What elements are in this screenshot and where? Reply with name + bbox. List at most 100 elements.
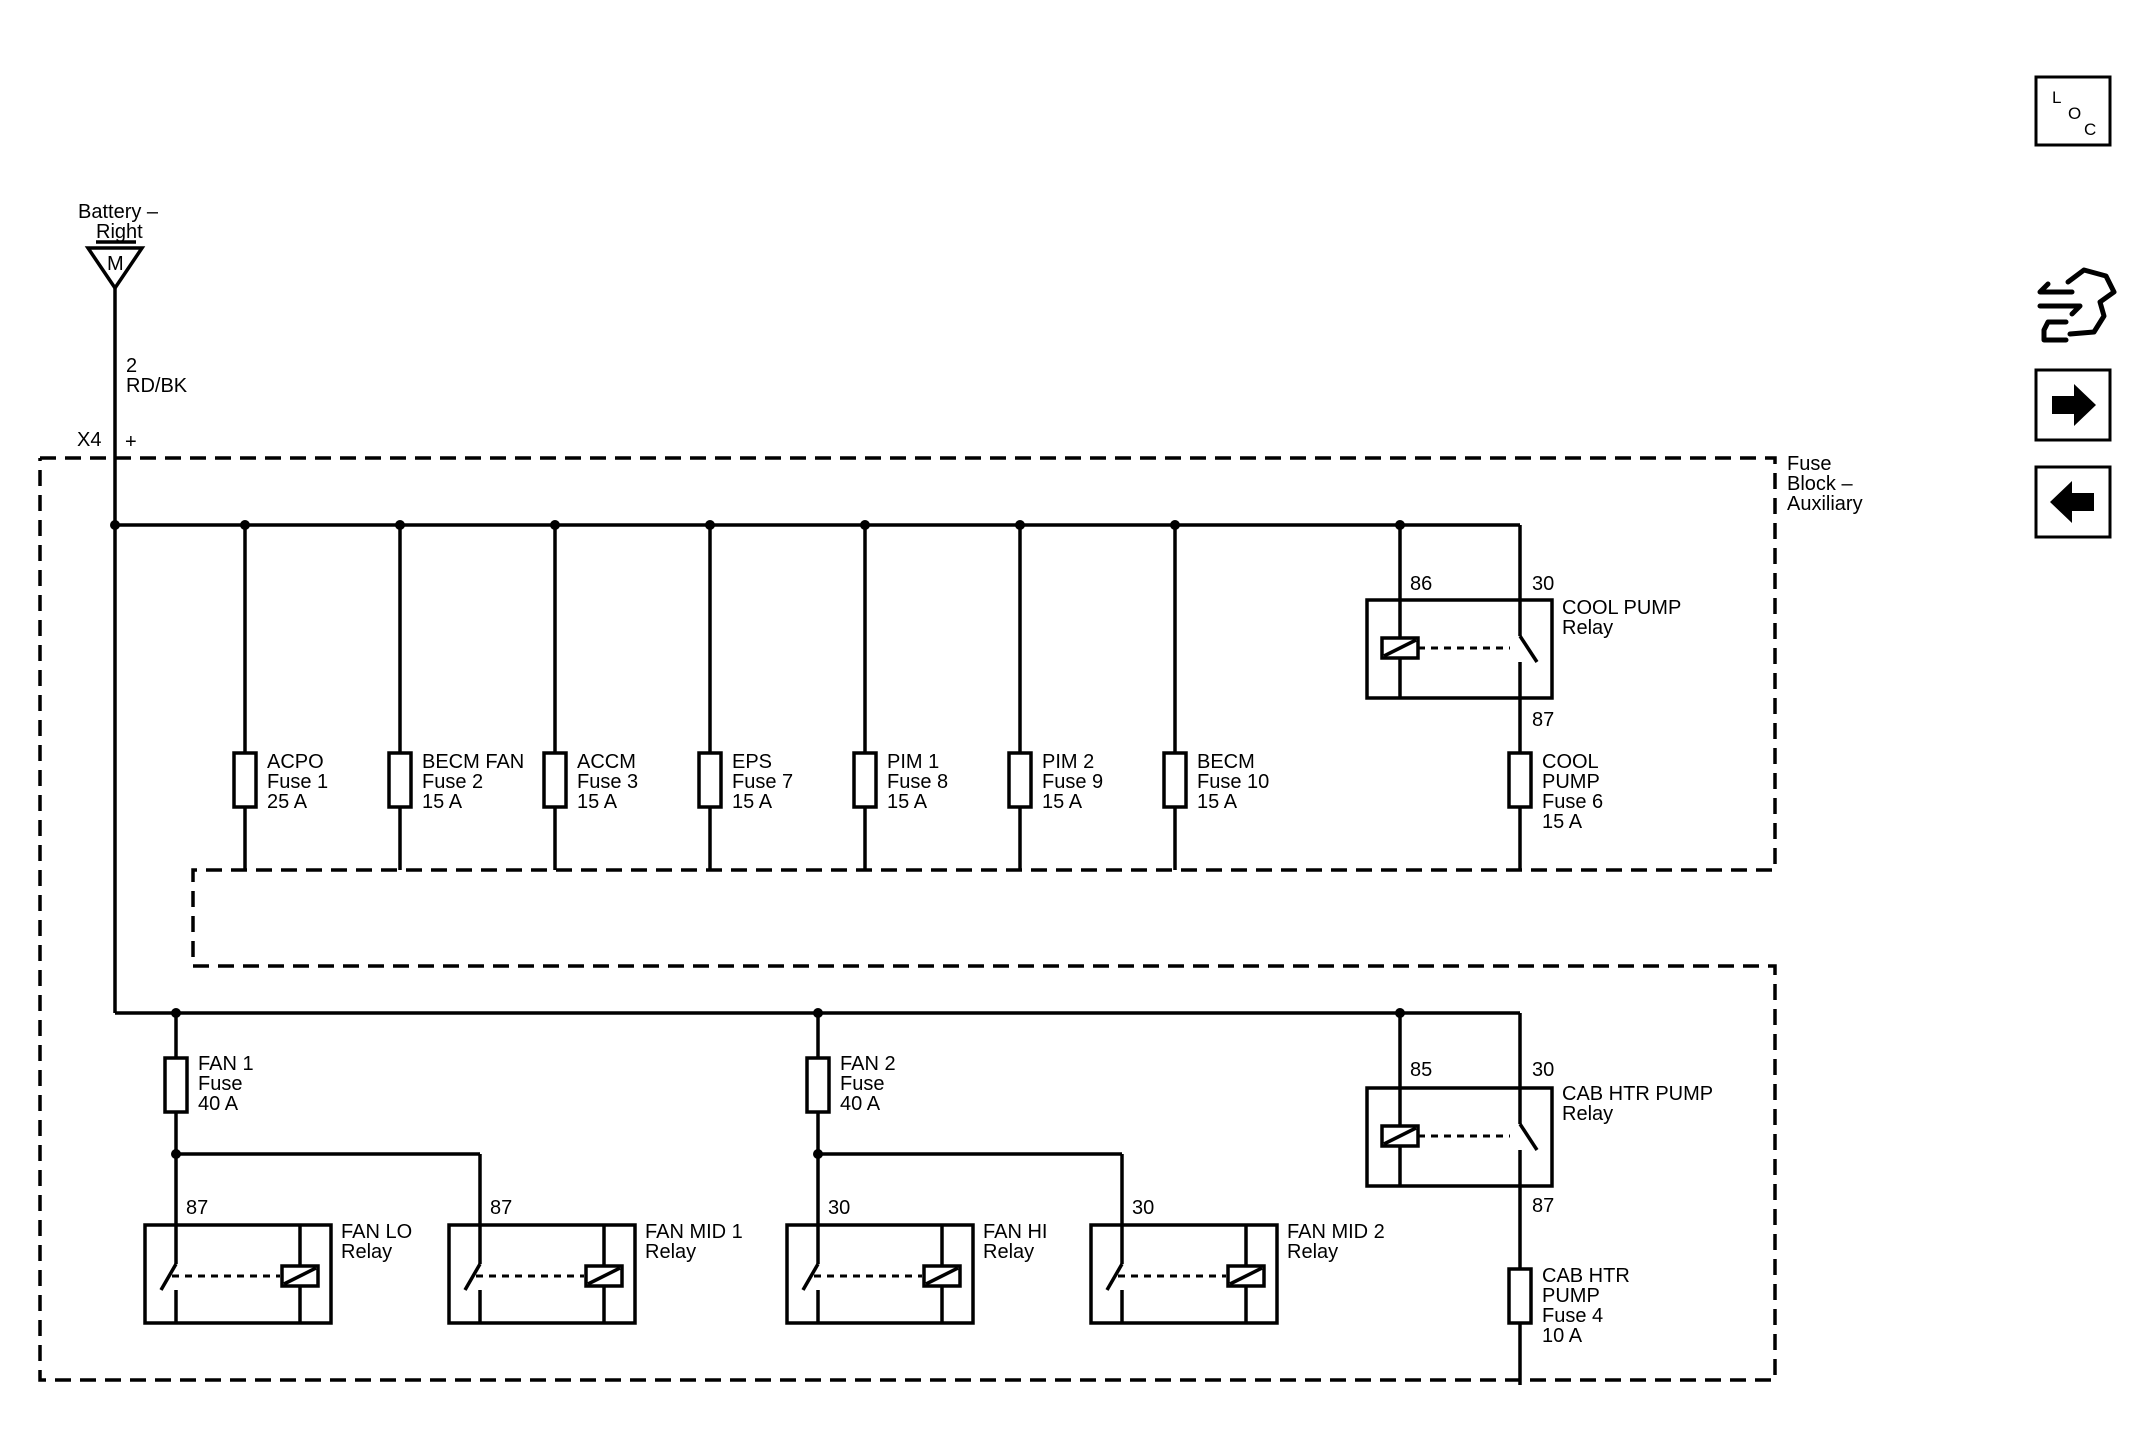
- fan2-fuse-line2: Fuse: [840, 1073, 884, 1095]
- fuse-block-label-line2: Block –: [1787, 473, 1853, 495]
- cool-pump-fuse-line1: COOL: [1542, 751, 1599, 773]
- top-fuse-number: Fuse 7: [732, 771, 793, 793]
- cool-pump-pin-out: 87: [1532, 709, 1554, 731]
- cool-pump-pin-coil: 86: [1410, 573, 1432, 595]
- fuse-symbol-icon: [387, 751, 413, 809]
- fuse-symbol-icon: [852, 751, 878, 809]
- fan1-branch: FAN 1 Fuse 40 A: [163, 1013, 482, 1225]
- top-fuse-number: Fuse 8: [887, 771, 948, 793]
- top-fuse-row: ACPO Fuse 1 25 A BECM FAN Fuse 2 15 A AC…: [232, 525, 1269, 870]
- previous-page-button[interactable]: [2034, 465, 2112, 539]
- top-fuse-number: Fuse 3: [577, 771, 638, 793]
- fuse-symbol-icon: [232, 751, 258, 809]
- component-locator-button[interactable]: L O C: [2034, 75, 2112, 147]
- top-fuse-rating: 15 A: [1042, 791, 1083, 813]
- cab-htr-relay-label-line1: CAB HTR PUMP: [1562, 1083, 1713, 1105]
- cool-pump-fuse-line4: 15 A: [1542, 811, 1583, 833]
- fan2-branch: FAN 2 Fuse 40 A: [805, 1013, 1124, 1225]
- cab-htr-fuse-line1: CAB HTR: [1542, 1265, 1630, 1287]
- fuse-symbol-icon: [697, 751, 723, 809]
- loc-letter-l: L: [2052, 88, 2061, 107]
- fuse-symbol-icon: [1507, 751, 1533, 809]
- top-fuse-name: BECM: [1197, 751, 1255, 773]
- cab-htr-fuse-line4: 10 A: [1542, 1325, 1583, 1347]
- fan-relay-label-line1: FAN MID 1: [645, 1221, 743, 1243]
- fuse-symbol-icon: [163, 1056, 189, 1114]
- feed-wire-color: RD/BK: [126, 375, 188, 397]
- cool-pump-relay-label-line1: COOL PUMP: [1562, 597, 1681, 619]
- cab-htr-pin-in: 30: [1532, 1059, 1554, 1081]
- top-fuse-name: ACCM: [577, 751, 636, 773]
- loc-letter-c: C: [2084, 120, 2096, 139]
- top-fuse-rating: 15 A: [887, 791, 928, 813]
- feed-wire-circuit: 2: [126, 355, 137, 377]
- fan-relay-label-line1: FAN LO: [341, 1221, 412, 1243]
- fuse-block-outline: [38, 456, 1777, 1382]
- top-fuse-name: PIM 1: [887, 751, 939, 773]
- cool-pump-fuse-line3: Fuse 6: [1542, 791, 1603, 813]
- fan-relay-pin: 30: [1132, 1197, 1154, 1219]
- top-fuse-rating: 25 A: [267, 791, 308, 813]
- top-fuse-number: Fuse 9: [1042, 771, 1103, 793]
- fan-relay-label-line1: FAN HI: [983, 1221, 1047, 1243]
- cab-htr-pump-relay: 85 30 87 CAB HTR PUMP Relay: [1365, 1013, 1713, 1385]
- fan-relay-label-line2: Relay: [1287, 1241, 1338, 1263]
- top-fuse-name: PIM 2: [1042, 751, 1094, 773]
- fan-relay-label-line2: Relay: [645, 1241, 696, 1263]
- battery-label-line1: Battery –: [78, 201, 159, 223]
- cool-pump-pin-in: 30: [1532, 573, 1554, 595]
- fan-relay-label-line1: FAN MID 2: [1287, 1221, 1385, 1243]
- fuse-symbol-icon: [542, 751, 568, 809]
- connector-polarity: +: [125, 431, 137, 453]
- arrow-left-icon: [2050, 481, 2094, 523]
- cool-pump-fuse: COOL PUMP Fuse 6 15 A: [1507, 751, 1603, 833]
- cab-htr-fuse-line3: Fuse 4: [1542, 1305, 1603, 1327]
- cab-htr-pump-fuse: CAB HTR PUMP Fuse 4 10 A: [1507, 1265, 1630, 1347]
- fan1-fuse-line1: FAN 1: [198, 1053, 254, 1075]
- fan1-fuse-line3: 40 A: [198, 1093, 239, 1115]
- loc-letter-o: O: [2068, 104, 2081, 123]
- top-fuse-rating: 15 A: [422, 791, 463, 813]
- cab-htr-pin-coil: 85: [1410, 1059, 1432, 1081]
- battery-label-line2: Right: [96, 221, 143, 243]
- fuse-symbol-icon: [1162, 751, 1188, 809]
- battery-terminal-letter: M: [107, 253, 124, 275]
- connector-name: X4: [77, 429, 101, 451]
- next-page-button[interactable]: [2034, 368, 2112, 442]
- cab-htr-fuse-line2: PUMP: [1542, 1285, 1600, 1307]
- cool-pump-fuse-line2: PUMP: [1542, 771, 1600, 793]
- fan-relay-label-line2: Relay: [341, 1241, 392, 1263]
- top-fuse-number: Fuse 10: [1197, 771, 1269, 793]
- harness-connector-button[interactable]: [2037, 267, 2117, 343]
- cool-pump-relay: 86 30 87 COOL PUMP Relay: [1365, 525, 1681, 870]
- fuse-symbol-icon: [805, 1056, 831, 1114]
- top-fuse-number: Fuse 1: [267, 771, 328, 793]
- fan-relay-pin: 30: [828, 1197, 850, 1219]
- fuse-symbol-icon: [1007, 751, 1033, 809]
- cool-pump-relay-label-line2: Relay: [1562, 617, 1613, 639]
- fuse-block-label-line3: Auxiliary: [1787, 493, 1863, 515]
- fan2-fuse-line1: FAN 2: [840, 1053, 896, 1075]
- fan2-fuse-line3: 40 A: [840, 1093, 881, 1115]
- battery-source: Battery – Right M: [78, 201, 159, 292]
- top-fuse-name: EPS: [732, 751, 772, 773]
- fan-relay-label-line2: Relay: [983, 1241, 1034, 1263]
- top-fuse-rating: 15 A: [577, 791, 618, 813]
- top-fuse-rating: 15 A: [1197, 791, 1238, 813]
- harness-connector-icon: [2037, 267, 2117, 343]
- fuse-block-label-line1: Fuse: [1787, 453, 1831, 475]
- fan1-fuse-line2: Fuse: [198, 1073, 242, 1095]
- fan-relay-pin: 87: [186, 1197, 208, 1219]
- top-fuse-name: ACPO: [267, 751, 324, 773]
- top-fuse-name: BECM FAN: [422, 751, 524, 773]
- top-fuse-rating: 15 A: [732, 791, 773, 813]
- fuse-symbol-icon: [1507, 1267, 1533, 1325]
- cab-htr-relay-label-line2: Relay: [1562, 1103, 1613, 1125]
- cab-htr-pin-out: 87: [1532, 1195, 1554, 1217]
- arrow-right-icon: [2052, 384, 2096, 426]
- fan-relay-row: 87 FAN LO Relay 87 FAN MID 1 Relay 30 FA…: [143, 1197, 1385, 1325]
- top-fuse-number: Fuse 2: [422, 771, 483, 793]
- battery-terminal-icon: [84, 246, 146, 292]
- fan-relay-pin: 87: [490, 1197, 512, 1219]
